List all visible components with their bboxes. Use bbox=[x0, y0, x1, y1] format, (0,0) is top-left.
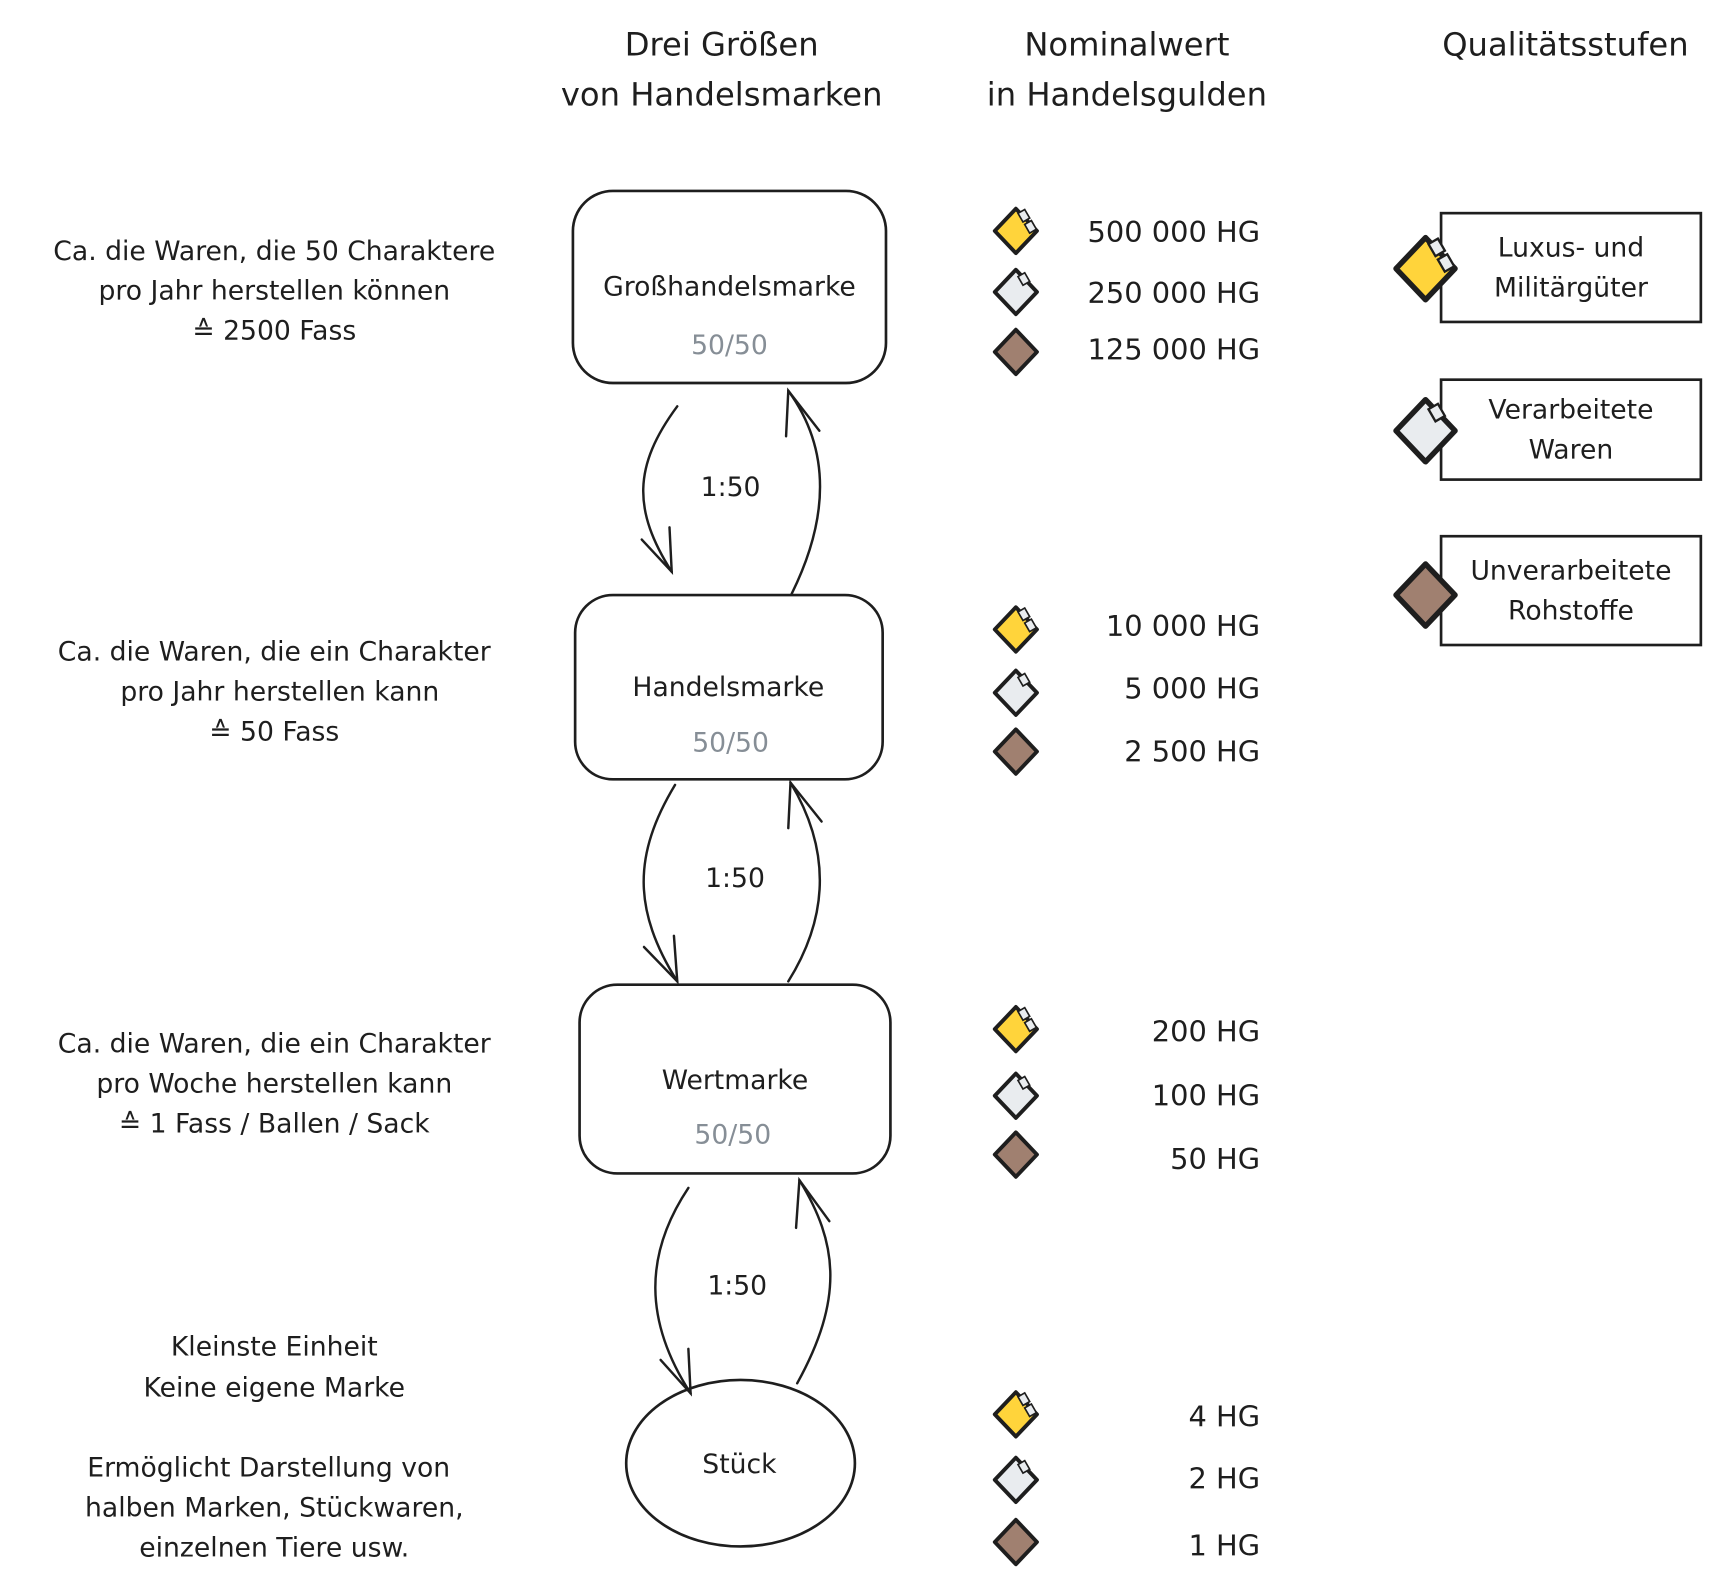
description-line: pro Jahr herstellen können bbox=[98, 276, 450, 307]
tier-name: Handelsmarke bbox=[632, 672, 824, 703]
arrow-down bbox=[654, 1186, 692, 1395]
raw-diamond-icon bbox=[992, 1130, 1039, 1179]
tier-ratio: 50/50 bbox=[694, 1119, 771, 1150]
arrow-down bbox=[642, 783, 679, 983]
processed-diamond-icon bbox=[992, 267, 1039, 317]
arrow-up bbox=[787, 389, 822, 596]
exchange-rate-label: 1:50 bbox=[705, 863, 765, 894]
luxury-diamond-icon bbox=[992, 605, 1039, 654]
value-processed: 100 HG bbox=[1152, 1079, 1260, 1113]
arrow-head bbox=[787, 779, 823, 830]
description-line: einzelnen Tiere usw. bbox=[139, 1532, 409, 1563]
description-line: pro Jahr herstellen kann bbox=[120, 677, 439, 708]
description-line: ≙ 50 Fass bbox=[209, 716, 339, 747]
value-raw: 2 500 HG bbox=[1124, 735, 1260, 769]
quality-level-luxury: Luxus- und Militärgüter bbox=[1396, 211, 1703, 324]
quality-level-raw: Unverarbeitete Rohstoffe bbox=[1396, 534, 1703, 647]
value-raw: 1 HG bbox=[1189, 1528, 1261, 1562]
header-value-line2: in Handelsgulden bbox=[987, 75, 1267, 113]
header-value-line1: Nominalwert bbox=[1024, 26, 1229, 64]
nominal-values: 500 000 HG 250 000 HG 125 000 HG 10 000 … bbox=[992, 206, 1261, 1567]
arrow-head bbox=[659, 1347, 692, 1397]
exchange-arrows bbox=[640, 387, 832, 1397]
value-luxury: 500 000 HG bbox=[1088, 215, 1261, 249]
arrow-down bbox=[642, 405, 679, 573]
processed-diamond-icon bbox=[992, 668, 1039, 717]
arrow-up bbox=[795, 1178, 832, 1385]
quality-label: Luxus- und bbox=[1498, 232, 1644, 263]
description-line: ≙ 2500 Fass bbox=[192, 316, 356, 347]
value-luxury: 200 HG bbox=[1152, 1014, 1260, 1048]
tier-trade-mark: Handelsmarke 50/50 bbox=[573, 593, 884, 781]
value-luxury: 10 000 HG bbox=[1106, 609, 1260, 643]
raw-diamond-icon bbox=[992, 1517, 1039, 1567]
header-sizes-line1: Drei Größen bbox=[625, 26, 819, 64]
raw-diamond-icon bbox=[992, 327, 1039, 377]
processed-diamond-icon bbox=[992, 1071, 1039, 1120]
description-line: Ca. die Waren, die ein Charakter bbox=[58, 637, 491, 668]
value-raw: 50 HG bbox=[1170, 1142, 1260, 1176]
description-line: Ermöglicht Darstellung von bbox=[87, 1453, 450, 1484]
description-line: Keine eigene Marke bbox=[144, 1373, 406, 1404]
description-line: Ca. die Waren, die ein Charakter bbox=[58, 1028, 491, 1059]
header-quality: Qualitätsstufen bbox=[1442, 26, 1688, 64]
arrow-up bbox=[787, 781, 821, 983]
arrow-head bbox=[784, 387, 821, 438]
description-line: ≙ 1 Fass / Ballen / Sack bbox=[119, 1108, 430, 1139]
tier-value-mark: Wertmarke 50/50 bbox=[578, 983, 892, 1175]
description-line: Ca. die Waren, die 50 Charaktere bbox=[53, 236, 495, 267]
luxury-diamond-icon bbox=[992, 1390, 1039, 1439]
description-line: pro Woche herstellen kann bbox=[96, 1068, 452, 1099]
quality-level-processed: Verarbeitete Waren bbox=[1396, 378, 1703, 481]
value-processed: 2 HG bbox=[1189, 1462, 1261, 1496]
value-processed: 250 000 HG bbox=[1088, 276, 1261, 310]
header-sizes-line2: von Handelsmarken bbox=[561, 75, 883, 113]
tier-name: Stück bbox=[702, 1449, 777, 1480]
tier-descriptions: Ca. die Waren, die 50 Charaktere pro Jah… bbox=[53, 236, 495, 1564]
arrow-head bbox=[640, 526, 674, 576]
description-line: Kleinste Einheit bbox=[171, 1332, 378, 1363]
quality-label: Unverarbeitete bbox=[1470, 556, 1671, 587]
quality-label: Verarbeitete bbox=[1488, 395, 1653, 426]
quality-label: Waren bbox=[1529, 435, 1614, 466]
tier-ratio: 50/50 bbox=[692, 728, 769, 759]
value-processed: 5 000 HG bbox=[1124, 671, 1260, 705]
tier-name: Wertmarke bbox=[662, 1065, 809, 1096]
tier-ratio: 50/50 bbox=[691, 330, 768, 361]
luxury-diamond-icon bbox=[992, 206, 1039, 256]
value-raw: 125 000 HG bbox=[1088, 333, 1261, 367]
tier-name: Großhandelsmarke bbox=[603, 271, 856, 302]
exchange-rate-label: 1:50 bbox=[707, 1270, 767, 1301]
tier-piece: Stück bbox=[624, 1378, 857, 1548]
luxury-diamond-icon bbox=[992, 1004, 1039, 1054]
processed-diamond-icon bbox=[992, 1455, 1039, 1505]
quality-label: Rohstoffe bbox=[1508, 595, 1634, 626]
raw-diamond-icon bbox=[992, 727, 1039, 776]
quality-label: Militärgüter bbox=[1494, 272, 1648, 303]
arrow-head bbox=[794, 1176, 831, 1230]
tier-wholesale-mark: Großhandelsmarke 50/50 bbox=[571, 189, 888, 385]
arrow-head bbox=[642, 934, 679, 985]
description-line: halben Marken, Stückwaren, bbox=[85, 1492, 464, 1523]
value-luxury: 4 HG bbox=[1189, 1400, 1261, 1434]
exchange-rate-label: 1:50 bbox=[701, 472, 761, 503]
